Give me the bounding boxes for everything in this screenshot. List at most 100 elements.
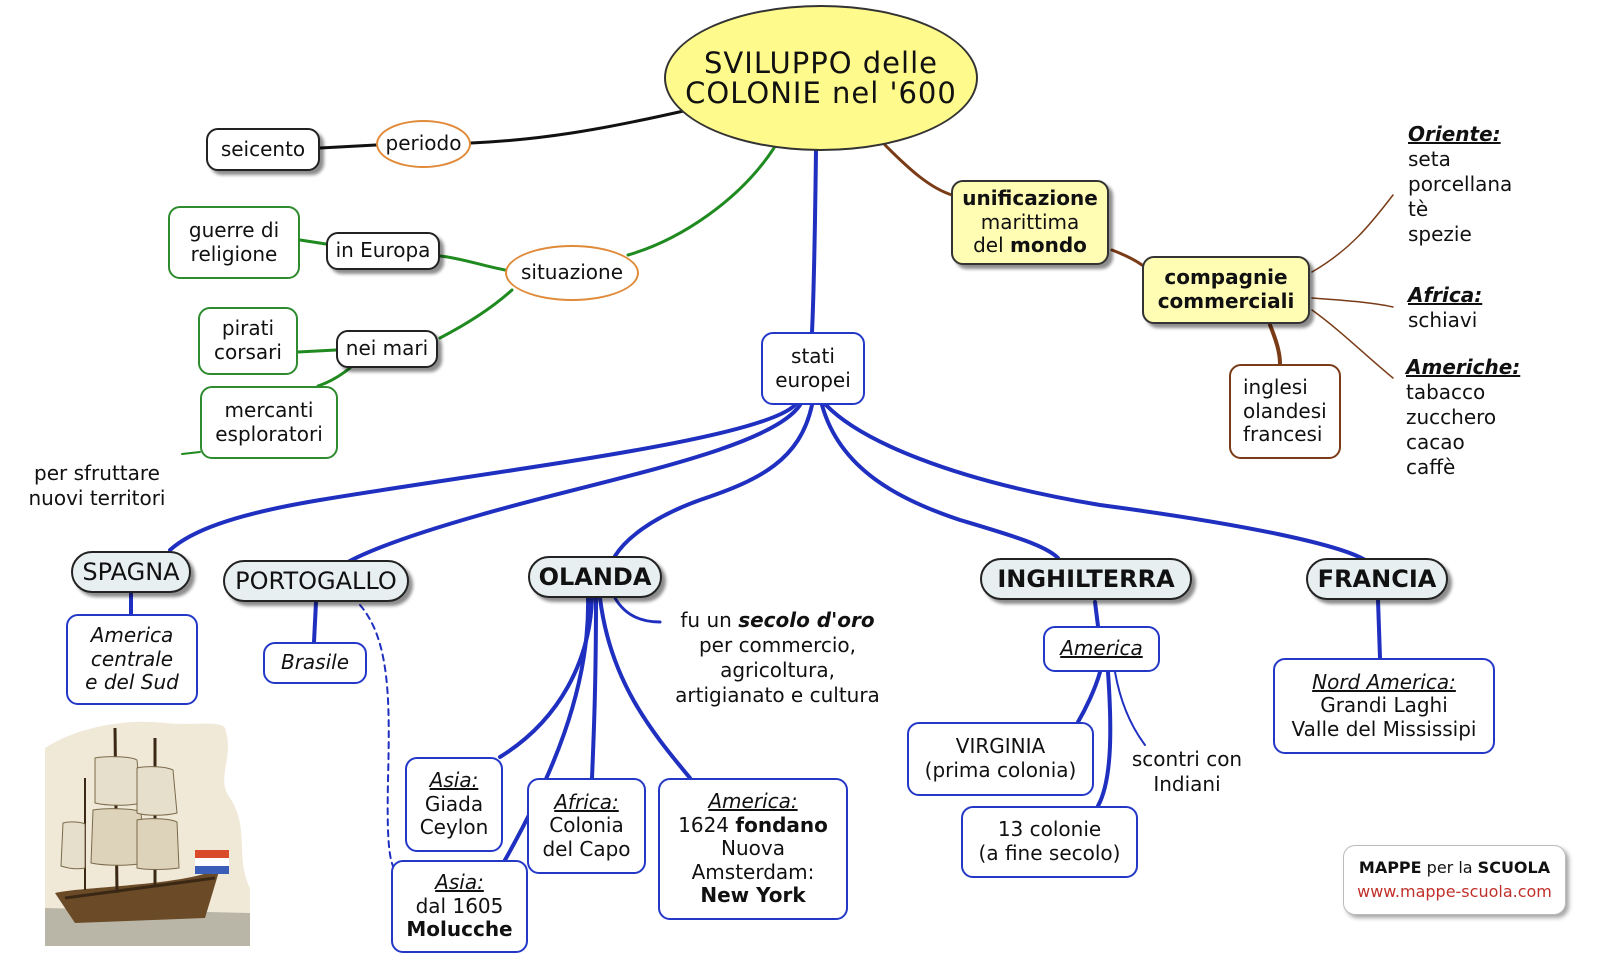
link-compagnie-nazioni [1268, 323, 1282, 366]
tredici-line2: (a fine secolo) [978, 841, 1121, 865]
olanda-america-line5: New York [700, 883, 806, 908]
node-unificazione[interactable]: unificazione marittima del mondo [951, 180, 1109, 265]
olanda-nota-pre: fu un [680, 608, 739, 632]
africa-item: schiavi [1408, 308, 1478, 332]
nei-mari-label: nei mari [345, 336, 429, 361]
mercanti-line1: mercanti [224, 397, 314, 422]
molucche-line3: Molucche [406, 917, 513, 942]
node-in-europa[interactable]: in Europa [326, 232, 440, 270]
link-periodo-seicento [318, 143, 378, 150]
link-stati-spagna [168, 403, 797, 552]
node-periodo[interactable]: periodo [376, 120, 471, 168]
spagna-colonie-line1: America [90, 623, 174, 648]
brand-scuola: SCUOLA [1477, 858, 1551, 877]
node-brasile[interactable]: Brasile [263, 642, 367, 684]
nazione-inglesi: inglesi [1243, 375, 1308, 400]
node-inghilterra-america[interactable]: America [1043, 626, 1160, 672]
node-compagnie-commerciali[interactable]: compagnie commerciali [1142, 256, 1310, 324]
link-neimari-pirati [296, 348, 338, 354]
brand-url[interactable]: www.mappe-scuola.com [1357, 882, 1552, 901]
link-america-virginia [1076, 670, 1102, 724]
text-americhe: Americhe: tabacco zucchero cacao caffè [1406, 355, 1520, 480]
spagna-colonie-line2: centrale [90, 646, 174, 671]
nord-america-item: Valle del Mississipi [1291, 716, 1477, 741]
inghilterra-label: INGHILTERRA [997, 564, 1175, 593]
link-portogallo-brasile [312, 600, 318, 644]
molucche-line2: dal 1605 [415, 893, 504, 918]
node-spagna[interactable]: SPAGNA [71, 551, 191, 593]
olanda-america-line4: Amsterdam: [691, 859, 815, 884]
brand-box[interactable]: MAPPE per la SCUOLA www.mappe-scuola.com [1343, 845, 1566, 915]
americhe-title: Americhe: [1406, 355, 1521, 379]
virginia-line1: VIRGINIA [955, 734, 1046, 759]
node-francia[interactable]: FRANCIA [1306, 558, 1448, 600]
text-sfruttare: per sfruttare nuovi territori [22, 461, 172, 511]
scontri-line1: scontri con [1131, 747, 1243, 771]
olanda-africa-item: Colonia [549, 813, 624, 838]
node-olanda-asia[interactable]: Asia: Giada Ceylon [405, 757, 503, 852]
guerre-line2: religione [190, 241, 278, 266]
stati-line2: europei [775, 367, 851, 392]
text-oriente: Oriente: seta porcellana tè spezie [1408, 122, 1512, 247]
oriente-item: spezie [1408, 222, 1472, 246]
node-olanda[interactable]: OLANDA [528, 556, 662, 598]
link-neimari-mercanti [316, 366, 352, 388]
node-tredici-colonie[interactable]: 13 colonie (a fine secolo) [961, 806, 1138, 878]
node-pirati-corsari[interactable]: pirati corsari [198, 307, 298, 375]
node-situazione[interactable]: situazione [505, 245, 639, 301]
unificazione-line1: unificazione [962, 186, 1098, 211]
link-situazione-ineuropa [438, 254, 507, 272]
link-america-scontri [1114, 671, 1146, 746]
text-africa-prodotti: Africa: schiavi [1408, 283, 1482, 333]
link-unificazione-compagnie [1110, 248, 1144, 267]
situazione-label: situazione [520, 260, 624, 285]
nazione-francesi: francesi [1243, 422, 1323, 447]
virginia-line2: (prima colonia) [924, 758, 1077, 782]
brand-title: MAPPE per la SCUOLA [1359, 856, 1550, 880]
root-title-line2: COLONIE nel '600 [685, 76, 957, 110]
node-olanda-america[interactable]: America: 1624 fondano Nuova Amsterdam: N… [658, 778, 848, 920]
nord-america-title: Nord America: [1312, 669, 1456, 694]
root-node[interactable]: SVILUPPO delle COLONIE nel '600 [664, 5, 978, 151]
link-mercanti-sfruttare [181, 451, 201, 455]
pirati-line2: corsari [214, 340, 282, 364]
unificazione-line3-bold: mondo [1010, 233, 1087, 258]
link-compagnie-africa [1311, 297, 1394, 308]
node-olanda-africa[interactable]: Africa: Colonia del Capo [527, 778, 646, 874]
spagna-label: SPAGNA [82, 557, 180, 586]
stati-line1: stati [791, 343, 835, 368]
node-spagna-colonie[interactable]: America centrale e del Sud [66, 614, 198, 705]
molucche-title: Asia: [435, 870, 484, 895]
link-olanda-africa [590, 596, 598, 780]
node-guerre-religione[interactable]: guerre di religione [168, 206, 300, 279]
link-portogallo-molucche [359, 604, 396, 871]
link-root-situazione [626, 146, 776, 257]
olanda-asia-item: Ceylon [419, 815, 489, 840]
inghilterra-america-label: America [1060, 636, 1143, 661]
americhe-item: tabacco [1406, 380, 1486, 404]
link-stati-portogallo [346, 403, 802, 564]
olanda-america-line2: 1624 fondano [678, 812, 828, 838]
olanda-america-line2-bold: fondano [735, 812, 828, 837]
olanda-africa-title: Africa: [554, 789, 619, 814]
node-seicento[interactable]: seicento [206, 128, 320, 171]
link-olanda-america [598, 596, 692, 780]
brand-mappe: MAPPE [1358, 858, 1422, 877]
node-stati-europei[interactable]: stati europei [761, 332, 865, 405]
node-inghilterra[interactable]: INGHILTERRA [980, 558, 1192, 600]
link-olanda-nota [613, 596, 662, 624]
link-olanda-asia [498, 596, 594, 759]
node-nazioni-compagnie[interactable]: inglesi olandesi francesi [1229, 364, 1341, 459]
olanda-america-title: America: [708, 789, 798, 814]
unificazione-line2: marittima [980, 209, 1080, 234]
node-nord-america[interactable]: Nord America: Grandi Laghi Valle del Mis… [1273, 658, 1495, 754]
node-portogallo[interactable]: PORTOGALLO [223, 560, 409, 602]
node-virginia[interactable]: VIRGINIA (prima colonia) [907, 722, 1094, 796]
olanda-nota-bold: secolo d'oro [738, 608, 875, 632]
node-mercanti-esploratori[interactable]: mercanti esploratori [200, 386, 338, 459]
oriente-title: Oriente: [1408, 122, 1501, 146]
nazione-olandesi: olandesi [1243, 398, 1327, 423]
node-nei-mari[interactable]: nei mari [336, 330, 438, 368]
text-scontri-indiani: scontri con Indiani [1126, 747, 1248, 797]
node-molucche[interactable]: Asia: dal 1605 Molucche [391, 860, 528, 953]
